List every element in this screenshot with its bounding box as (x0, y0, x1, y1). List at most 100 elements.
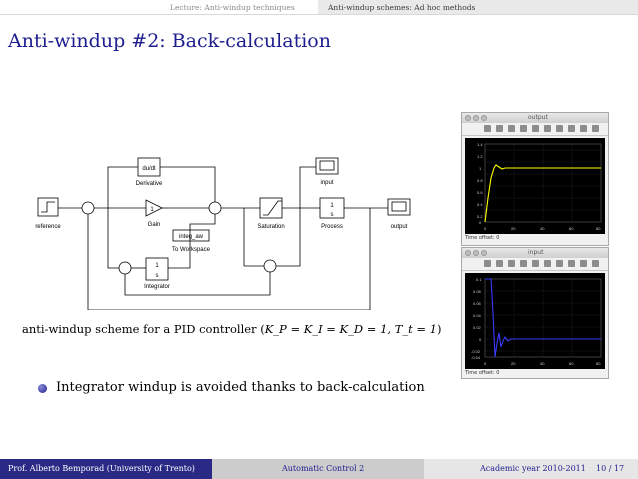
scope-title: input (528, 249, 544, 256)
scope-plot-output: 1.4 1.2 1 0.8 0.6 0.4 0.2 0 0 20 40 60 8… (465, 138, 605, 234)
autoscale-icon[interactable] (544, 125, 551, 132)
zoom-icon[interactable] (481, 250, 487, 256)
integrator-label: Integrator (144, 284, 170, 290)
workspace-inner: integ_aw (179, 234, 204, 240)
signal-selection-icon[interactable] (592, 125, 599, 132)
floating-scope-icon[interactable] (580, 260, 587, 267)
floating-scope-icon[interactable] (580, 125, 587, 132)
x-tick: 0 (484, 226, 487, 231)
close-icon[interactable] (465, 115, 471, 121)
input-scope-block (315, 157, 339, 175)
y-tick: 0.2 (477, 214, 483, 219)
scope-toolbar (462, 258, 608, 271)
y-tick: -0.04 (471, 355, 481, 360)
input-label: input (320, 180, 333, 186)
bullet-icon (38, 384, 47, 393)
footer-course-box: Automatic Control 2 (212, 459, 424, 479)
scope-titlebar: input (462, 248, 608, 258)
scope-window-output: output 1.4 1.2 1 0.8 0.6 (461, 112, 609, 246)
y-tick: 0 (479, 337, 482, 342)
y-tick: 0.8 (477, 178, 483, 183)
scope-footer: Time offset: 0 (465, 235, 500, 241)
zoom-y-icon[interactable] (532, 125, 539, 132)
print-icon[interactable] (484, 125, 491, 132)
sum-backcalc-block (263, 259, 277, 273)
footer-year-box: Academic year 2010-2011 10 / 17 (424, 459, 638, 479)
process-label: Process (321, 224, 343, 230)
x-tick: 40 (540, 361, 545, 366)
restore-axes-icon[interactable] (568, 260, 575, 267)
x-tick: 20 (511, 226, 516, 231)
gain-block (145, 199, 163, 217)
nav-subsection-box[interactable]: Anti-windup schemes: Ad hoc methods (318, 0, 638, 14)
reference-block (37, 197, 59, 217)
y-tick: 0 (479, 220, 482, 225)
simulink-diagram: du/dt Derivative 1 Gain integ_aw To Work… (35, 157, 411, 310)
diagram-caption: anti-windup scheme for a PID controller … (22, 322, 442, 336)
footer-course: Automatic Control 2 (282, 464, 365, 473)
y-tick: 0.4 (477, 202, 483, 207)
y-tick: 1 (479, 166, 482, 171)
x-tick: 20 (511, 361, 516, 366)
footer-year: Academic year 2010-2011 (480, 464, 586, 473)
y-tick: 1.4 (477, 142, 483, 147)
scope-toolbar (462, 123, 608, 136)
integrator-den: s (156, 273, 159, 279)
zoom-y-icon[interactable] (532, 260, 539, 267)
x-tick: 80 (596, 226, 601, 231)
integrator-block (145, 257, 169, 281)
gain-label: Gain (148, 222, 161, 228)
save-axes-icon[interactable] (556, 125, 563, 132)
caption-text: anti-windup scheme for a PID controller … (22, 322, 265, 336)
y-tick: 0.02 (473, 325, 482, 330)
restore-axes-icon[interactable] (568, 125, 575, 132)
y-tick: 0.08 (473, 289, 482, 294)
minimize-icon[interactable] (473, 250, 479, 256)
workspace-label: To Workspace (172, 247, 211, 253)
autoscale-icon[interactable] (544, 260, 551, 267)
print-icon[interactable] (484, 260, 491, 267)
sum-pid-block (208, 201, 222, 215)
slide-title: Anti-windup #2: Back-calculation (8, 30, 331, 52)
output-scope-block (387, 198, 411, 216)
zoom-icon[interactable] (481, 115, 487, 121)
footer-author: Prof. Alberto Bemporad (University of Tr… (8, 464, 195, 473)
x-tick: 40 (540, 226, 545, 231)
derivative-inner: du/dt (142, 166, 156, 172)
output-label: output (391, 224, 408, 230)
y-tick: 0.04 (473, 313, 482, 318)
scope-window-input: input 0.1 0.08 0.06 0.04 0.02 (461, 247, 609, 379)
x-tick: 0 (484, 361, 487, 366)
close-icon[interactable] (465, 250, 471, 256)
integrator-num: 1 (155, 263, 159, 269)
x-tick: 80 (596, 361, 601, 366)
scope-title: output (528, 114, 548, 121)
zoom-x-icon[interactable] (520, 125, 527, 132)
nav-subsection[interactable]: Anti-windup schemes: Ad hoc methods (328, 3, 476, 12)
y-tick: 1.2 (477, 154, 483, 159)
to-workspace-block (172, 229, 210, 242)
minimize-icon[interactable] (473, 115, 479, 121)
derivative-label: Derivative (136, 181, 163, 187)
scope-footer: Time offset: 0 (465, 370, 500, 376)
y-tick: 0.1 (476, 277, 482, 282)
params-icon[interactable] (496, 125, 503, 132)
save-axes-icon[interactable] (556, 260, 563, 267)
x-tick: 60 (569, 361, 574, 366)
caption-math: K_P = K_I = K_D = 1, T_t = 1 (264, 322, 438, 336)
y-tick: 0.06 (473, 301, 482, 306)
caption-end: ) (437, 322, 442, 336)
reference-label: reference (35, 224, 61, 230)
params-icon[interactable] (496, 260, 503, 267)
output-trace (484, 164, 601, 223)
page-number: 10 / 17 (596, 464, 625, 473)
gain-inner: 1 (150, 207, 154, 213)
header-bar: Lecture: Anti-windup techniques Anti-win… (0, 0, 638, 15)
zoom-in-icon[interactable] (508, 260, 515, 267)
footer-bar: Prof. Alberto Bemporad (University of Tr… (0, 459, 638, 479)
sum-error-block (81, 201, 95, 215)
nav-section[interactable]: Lecture: Anti-windup techniques (170, 3, 295, 12)
zoom-in-icon[interactable] (508, 125, 515, 132)
zoom-x-icon[interactable] (520, 260, 527, 267)
signal-selection-icon[interactable] (592, 260, 599, 267)
